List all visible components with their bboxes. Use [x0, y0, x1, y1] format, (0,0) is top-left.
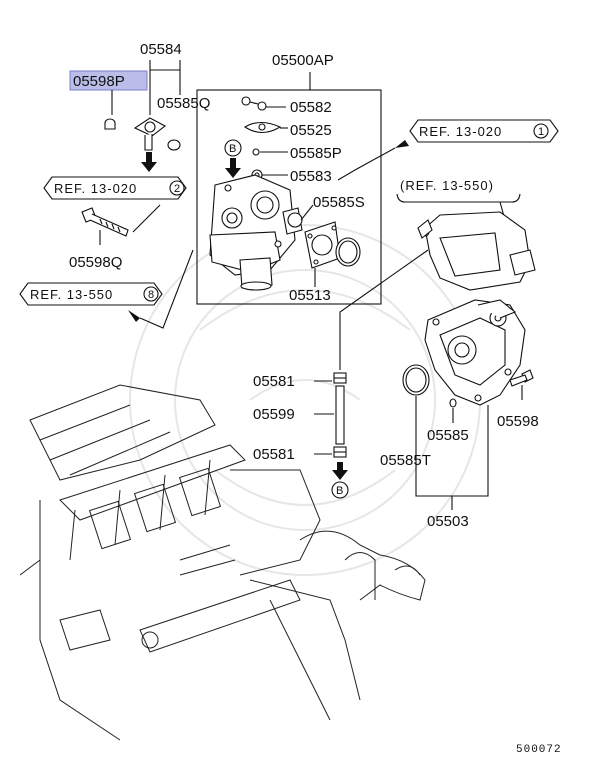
- arrow-down-icon: [225, 158, 241, 178]
- pin-05585: [449, 398, 457, 408]
- arrow-down-icon: [141, 152, 157, 172]
- svg-text:REF. 13-020: REF. 13-020: [419, 124, 502, 139]
- part-number-05585S[interactable]: 05585S: [313, 194, 365, 211]
- housing-05503: [424, 299, 526, 406]
- plate-05525: [243, 121, 288, 134]
- housing-ref-13-550: [417, 211, 536, 291]
- kit-box-05500AP: [196, 89, 382, 305]
- part-number-05582[interactable]: 05582: [290, 99, 332, 116]
- part-number-05598Q[interactable]: 05598Q: [69, 254, 122, 271]
- part-number-05513[interactable]: 05513: [289, 287, 331, 304]
- ref-13-020-1[interactable]: REF. 13-020 1: [409, 119, 559, 143]
- ref-13-550-8[interactable]: REF. 13-550 8: [19, 282, 163, 306]
- part-number-05581-top[interactable]: 05581: [253, 373, 295, 390]
- clip-05581-bottom: [333, 446, 347, 458]
- bolt-05598P: [104, 118, 116, 130]
- control-valve-assembly: [209, 174, 303, 291]
- svg-text:B: B: [229, 143, 236, 155]
- svg-text:REF. 13-550: REF. 13-550: [30, 287, 113, 302]
- arrow-down-icon: [332, 462, 348, 480]
- svg-text:2: 2: [174, 183, 180, 195]
- o-ring-05585Q: [167, 139, 181, 151]
- marker-b-bottom[interactable]: B: [331, 481, 349, 499]
- screws-05582: [241, 96, 286, 111]
- engine-block-illustration: [19, 384, 426, 741]
- ref-13-550-parenthetical[interactable]: (REF. 13-550): [400, 178, 494, 193]
- highlight-box: [69, 70, 148, 91]
- pin-05585P: [252, 148, 288, 156]
- part-number-05585T[interactable]: 05585T: [380, 452, 431, 469]
- part-number-05585Q[interactable]: 05585Q: [157, 95, 210, 112]
- part-number-05599[interactable]: 05599: [253, 406, 295, 423]
- part-number-05598[interactable]: 05598: [497, 413, 539, 430]
- clip-05581-top: [333, 372, 347, 384]
- svg-text:REF. 13-020: REF. 13-020: [54, 181, 137, 196]
- svg-text:B: B: [336, 485, 343, 497]
- fitting-05584: [133, 117, 167, 151]
- part-number-05500AP[interactable]: 05500AP: [272, 52, 334, 69]
- ref-13-020-2[interactable]: REF. 13-020 2: [43, 176, 187, 200]
- part-number-05525[interactable]: 05525: [290, 122, 332, 139]
- part-number-05581-bottom[interactable]: 05581: [253, 446, 295, 463]
- bolt-05598: [509, 369, 534, 387]
- part-number-05585[interactable]: 05585: [427, 427, 469, 444]
- svg-text:8: 8: [148, 289, 154, 301]
- arrow-icon: [128, 310, 140, 322]
- leader-lines-upper-left: [111, 60, 181, 115]
- part-number-05584[interactable]: 05584: [140, 41, 182, 58]
- hose-05599: [335, 385, 345, 445]
- part-number-05583[interactable]: 05583: [290, 168, 332, 185]
- leader-hose-to-housing: [339, 249, 429, 370]
- part-number-05598P[interactable]: 05598P: [73, 73, 125, 90]
- leader-ref-13-550: [139, 249, 194, 329]
- leader-05583-ref: [337, 147, 396, 181]
- leader-05598Q: [99, 204, 161, 245]
- bolt-05598Q: [81, 207, 129, 237]
- svg-text:1: 1: [538, 126, 544, 138]
- marker-b-top[interactable]: B: [224, 139, 242, 157]
- part-number-05585P[interactable]: 05585P: [290, 145, 342, 162]
- gasket-05513: [304, 221, 341, 269]
- leader-05585S: [300, 204, 314, 221]
- part-number-05503[interactable]: 05503: [427, 513, 469, 530]
- diagram-code: 500072: [516, 744, 562, 756]
- bracket-05503: [415, 396, 489, 510]
- arrow-icon: [395, 140, 409, 148]
